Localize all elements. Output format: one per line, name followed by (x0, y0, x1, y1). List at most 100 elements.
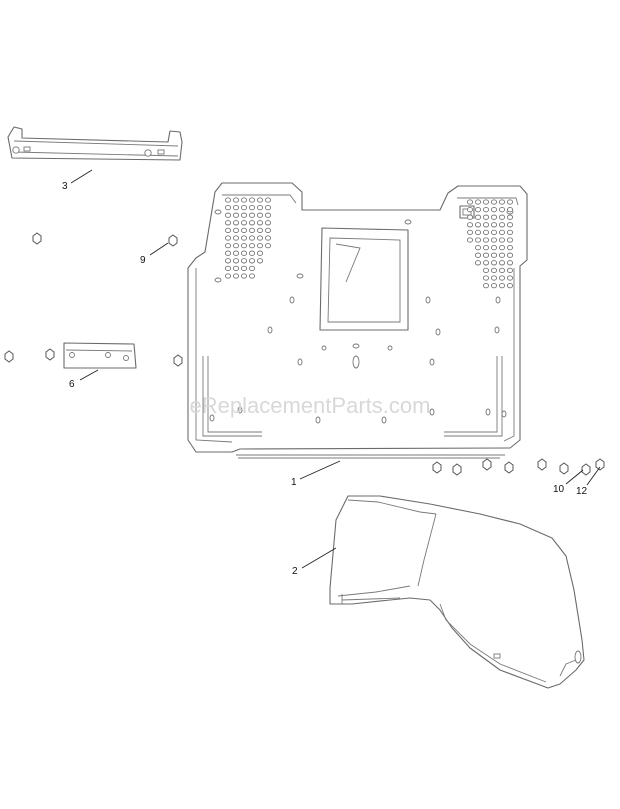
vent-hole (232, 212, 240, 218)
vent-hole (264, 227, 272, 234)
nut-icon (432, 461, 442, 474)
vent-hole (482, 229, 490, 236)
vent-hole (498, 237, 506, 243)
vent-hole (248, 227, 256, 234)
callout-label-6: 6 (69, 379, 75, 390)
part-3-bracket[interactable] (7, 126, 183, 161)
nut-icon (482, 458, 492, 471)
vent-hole (256, 250, 264, 256)
vent-hole (256, 227, 264, 234)
vent-hole (232, 220, 240, 226)
vent-hole (482, 206, 490, 213)
vent-hole (490, 267, 498, 274)
vent-hole (256, 204, 264, 211)
vent-hole (256, 212, 264, 218)
nut-icon (504, 461, 514, 474)
fastener-group-right (432, 458, 605, 476)
vent-pattern-right (466, 199, 514, 289)
vent-hole (498, 252, 506, 258)
vent-hole (240, 273, 248, 279)
vent-hole (466, 206, 474, 213)
callout-label-3: 3 (62, 181, 68, 192)
vent-hole (248, 212, 256, 218)
callout-label-10: 10 (553, 484, 565, 495)
vent-hole (490, 222, 498, 228)
vent-hole (224, 250, 232, 256)
callout-6[interactable]: 6 (69, 369, 99, 390)
vent-hole (506, 244, 514, 251)
vent-hole (474, 237, 482, 243)
vent-hole (264, 220, 272, 226)
vent-hole (506, 229, 514, 236)
watermark-text: eReplacementParts.com (190, 393, 431, 418)
vent-hole (232, 204, 240, 211)
callout-10[interactable]: 10 (553, 469, 584, 495)
vent-hole (498, 275, 506, 281)
vent-hole (506, 260, 514, 266)
part-6-plate[interactable] (63, 342, 137, 369)
vent-hole (264, 235, 272, 241)
vent-hole (232, 273, 240, 279)
vent-hole (240, 227, 248, 234)
vent-hole (490, 237, 498, 243)
callout-12[interactable]: 12 (576, 466, 601, 497)
vent-hole (506, 237, 514, 243)
vent-hole (466, 199, 474, 205)
vent-hole (490, 199, 498, 205)
nut-icon (595, 458, 605, 471)
vent-hole (490, 275, 498, 281)
vent-hole (224, 235, 232, 241)
vent-hole (498, 244, 506, 251)
nut-icon (168, 234, 178, 247)
vent-hole (240, 197, 248, 203)
vent-hole (482, 222, 490, 228)
vent-hole (466, 229, 474, 236)
vent-hole (498, 260, 506, 266)
part-1-floor-panel[interactable] (187, 182, 528, 459)
nut-icon (537, 458, 547, 471)
panel-holes (209, 209, 514, 424)
vent-hole (474, 260, 482, 266)
vent-hole (506, 222, 514, 228)
vent-hole (506, 206, 514, 213)
vent-hole (256, 220, 264, 226)
vent-hole (224, 242, 232, 249)
fastener-group-left (4, 232, 183, 367)
vent-hole (490, 244, 498, 251)
vent-hole (506, 275, 514, 281)
vent-hole (240, 220, 248, 226)
vent-hole (482, 237, 490, 243)
callout-2[interactable]: 2 (292, 547, 337, 577)
vent-hole (474, 229, 482, 236)
callout-9[interactable]: 9 (140, 242, 169, 266)
vent-hole (474, 214, 482, 220)
vent-hole (232, 197, 240, 203)
nut-icon (45, 348, 55, 361)
vent-hole (506, 267, 514, 274)
nut-icon (581, 463, 591, 476)
callout-3[interactable]: 3 (62, 169, 93, 192)
vent-hole (248, 220, 256, 226)
vent-hole (248, 242, 256, 249)
callout-1[interactable]: 1 (291, 460, 341, 488)
vent-hole (256, 235, 264, 241)
vent-hole (490, 214, 498, 220)
vent-hole (264, 212, 272, 218)
part-2-tunnel-cover[interactable] (329, 495, 585, 689)
nut-icon (559, 462, 569, 475)
vent-hole (474, 222, 482, 228)
vent-hole (232, 258, 240, 264)
vent-hole (264, 197, 272, 203)
vent-hole (240, 212, 248, 218)
vent-hole (474, 206, 482, 213)
vent-hole (482, 252, 490, 258)
vent-hole (506, 199, 514, 205)
vent-hole (224, 220, 232, 226)
vent-hole (264, 242, 272, 249)
nut-icon (4, 350, 14, 363)
vent-hole (224, 227, 232, 234)
vent-hole (498, 267, 506, 274)
callout-label-9: 9 (140, 255, 146, 266)
vent-hole (506, 282, 514, 289)
